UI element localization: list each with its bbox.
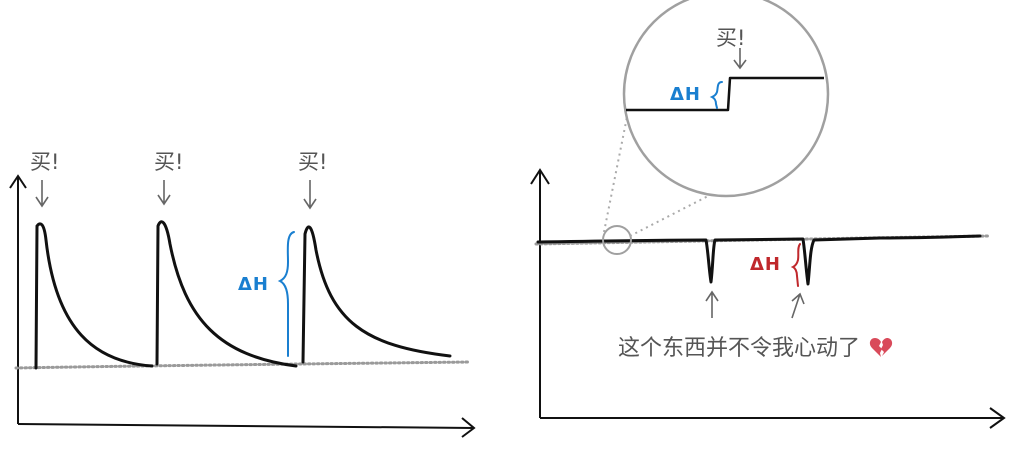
zoom-leader-left xyxy=(603,111,629,233)
buy-arrow-1 xyxy=(35,180,49,208)
zoom-buy-arrow xyxy=(733,48,747,70)
left-y-axis-arrowhead xyxy=(9,174,27,189)
buy-label-1: 买! xyxy=(30,150,60,174)
zoom-delta-brace xyxy=(709,81,723,109)
left-baseline xyxy=(14,360,472,370)
dip-delta-label: ΔH xyxy=(750,254,781,275)
left-x-axis xyxy=(17,423,475,429)
left-panel xyxy=(9,174,476,438)
right-panel xyxy=(530,0,1006,429)
left-delta-label: ΔH xyxy=(238,274,269,295)
left-spike-1 xyxy=(34,222,154,370)
buy-arrow-3 xyxy=(303,180,317,210)
broken-heart-icon xyxy=(869,338,893,357)
right-delta-brace xyxy=(790,243,801,287)
dip-arrow-2 xyxy=(791,292,805,319)
zoom-source-circle xyxy=(602,225,632,255)
zoom-delta-label: ΔH xyxy=(670,84,701,105)
dip-arrow-1 xyxy=(705,290,719,318)
left-spike-2 xyxy=(155,220,298,368)
right-signal xyxy=(536,234,982,286)
caption: 这个东西并不令我心动了 xyxy=(618,330,893,362)
buy-arrow-2 xyxy=(157,180,171,206)
left-spike-3 xyxy=(301,225,452,364)
buy-label-3: 买! xyxy=(298,150,328,174)
zoom-buy-label: 买! xyxy=(716,26,746,50)
left-x-axis-arrowhead xyxy=(461,417,476,438)
caption-text: 这个东西并不令我心动了 xyxy=(618,336,861,361)
right-y-axis-arrowhead xyxy=(530,168,550,185)
zoom-step-line xyxy=(626,76,824,112)
buy-label-2: 买! xyxy=(154,150,184,174)
left-delta-brace xyxy=(277,231,295,357)
right-x-axis-arrowhead xyxy=(989,407,1006,429)
zoom-circle xyxy=(622,0,830,198)
